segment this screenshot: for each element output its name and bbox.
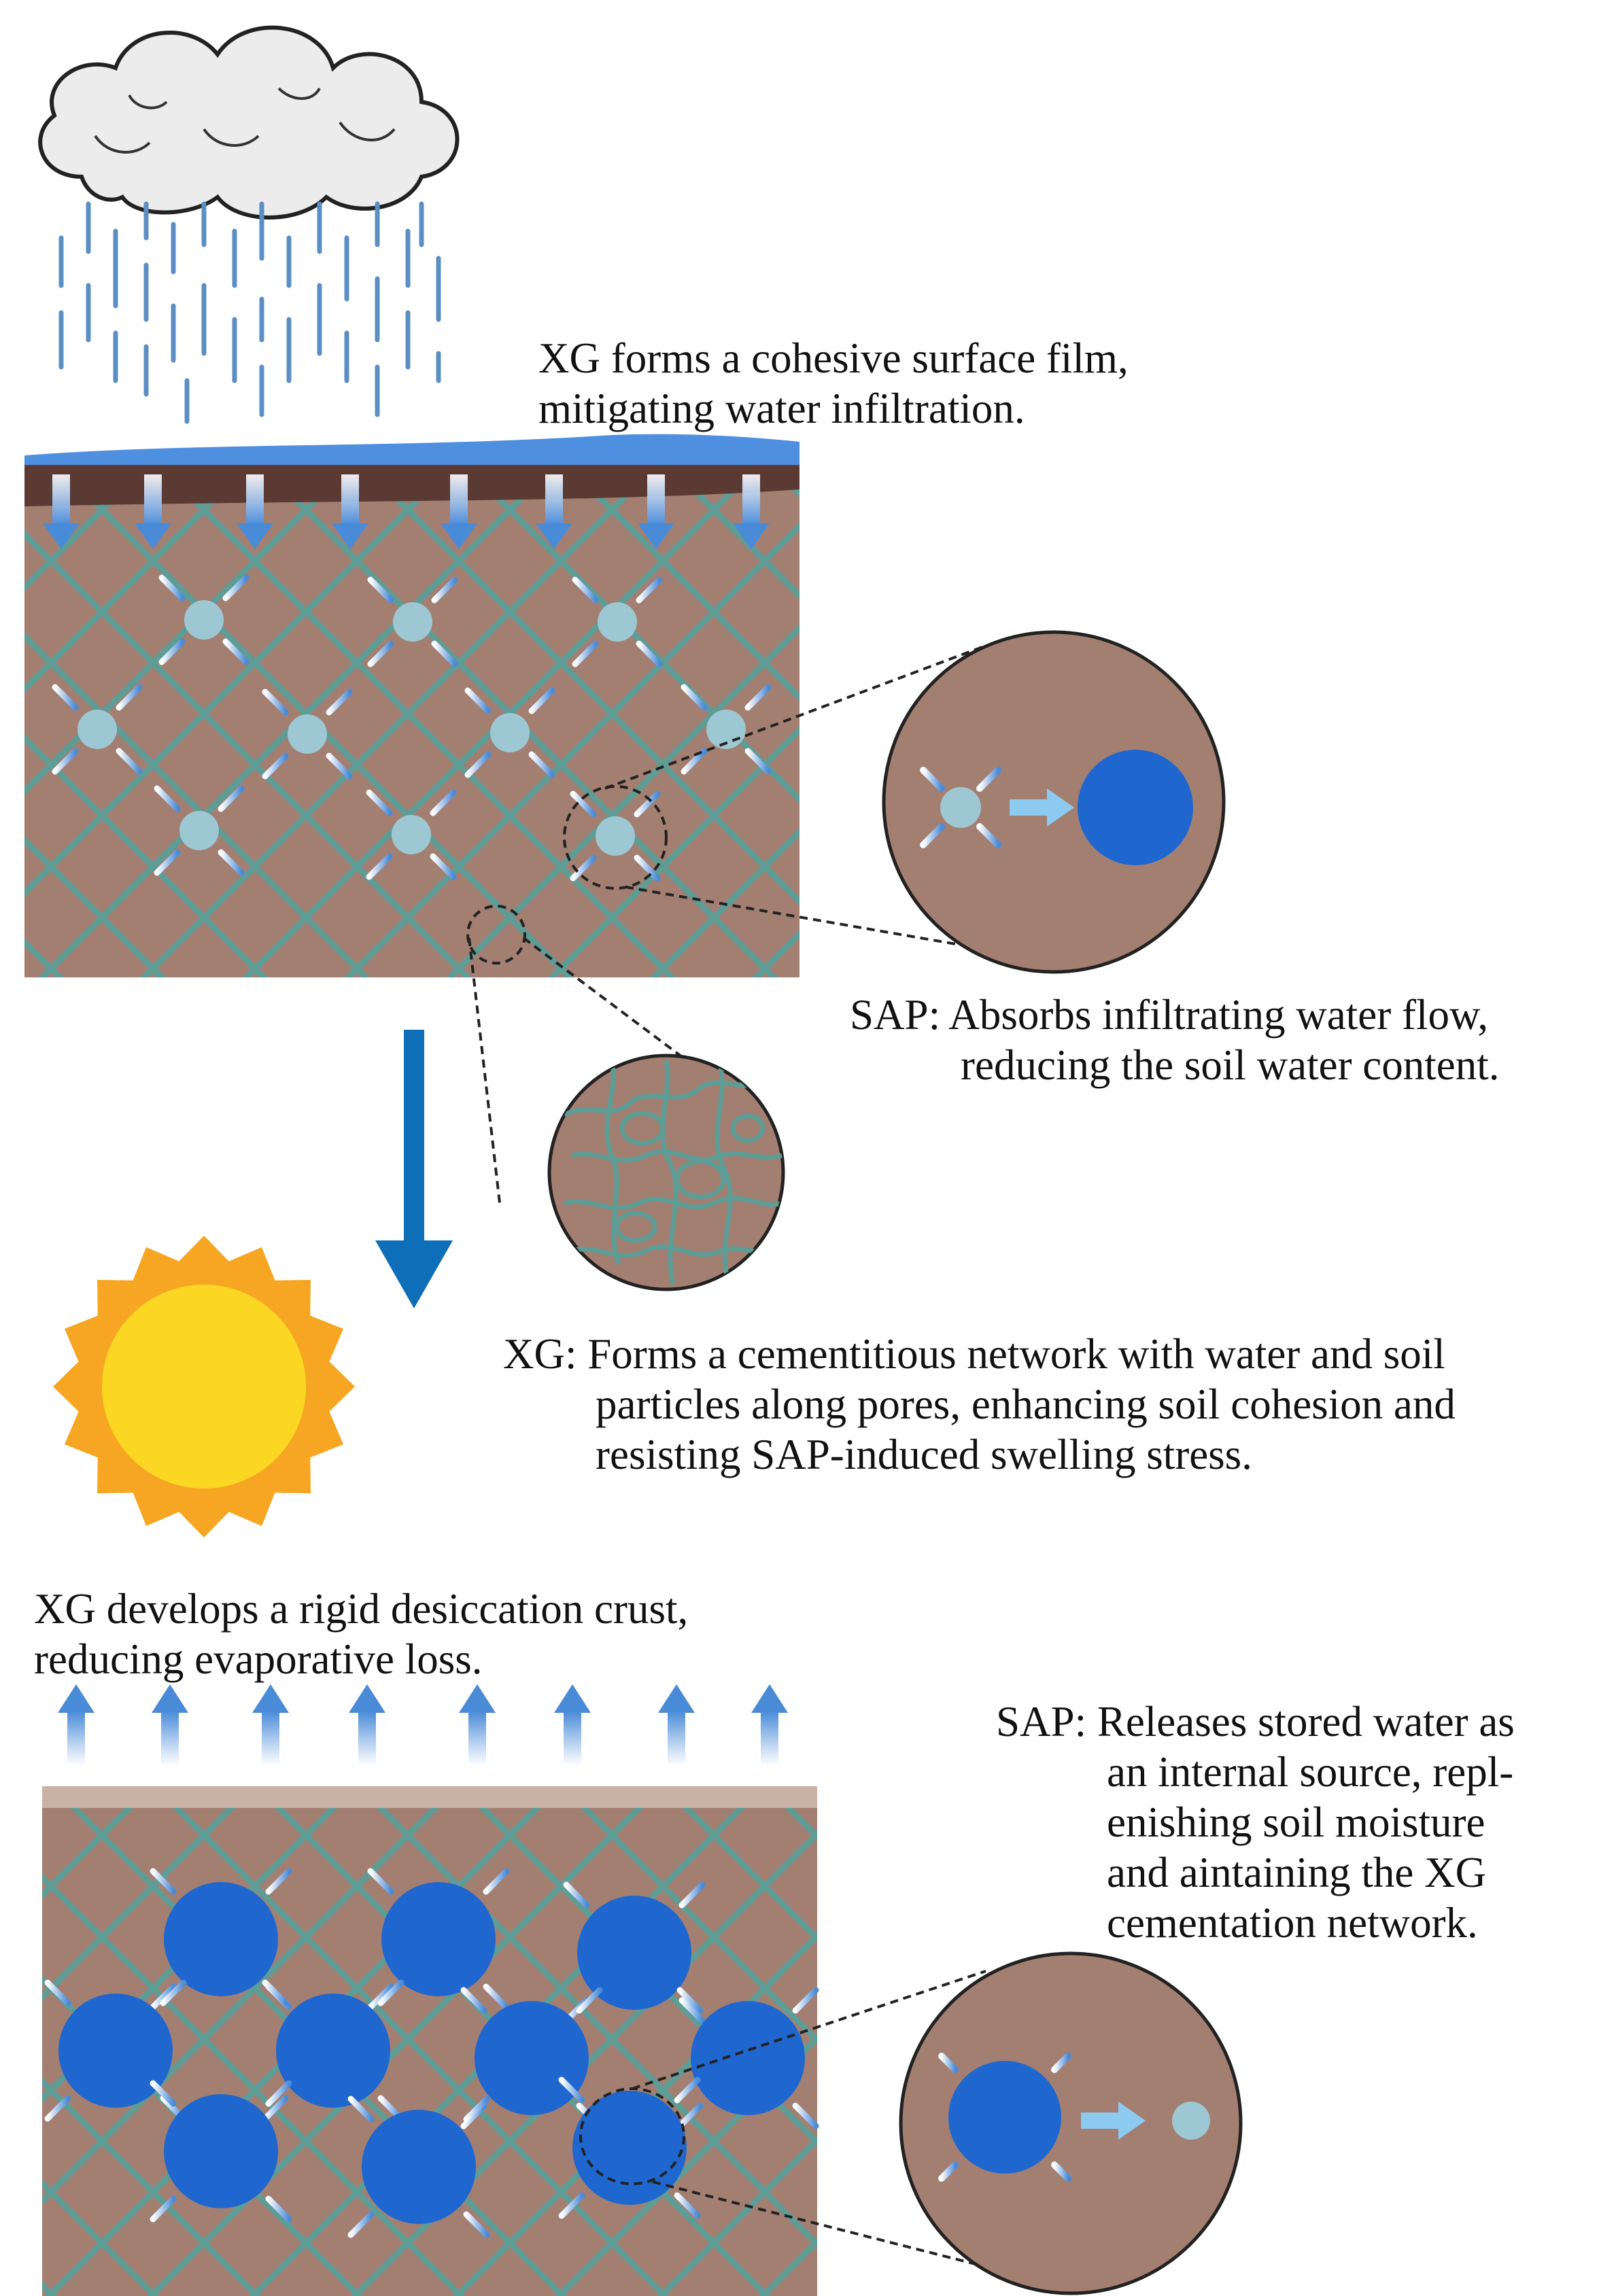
sap-particle [367,576,458,667]
evaporation-arrow [349,1684,385,1766]
evaporation-arrow [152,1684,188,1766]
sap-particle [44,1979,187,2122]
evaporation-arrow [658,1684,695,1766]
sap-particle [570,790,661,882]
infiltration-arrow [43,474,80,549]
caption-line: mitigating water infiltration. [538,385,1025,432]
evaporation-arrow [751,1684,788,1766]
surface-film-layer [24,461,800,506]
infiltration-arrow [638,474,674,549]
sap-particle [158,574,250,665]
caption-line: particles along pores, enhancing soil co… [596,1380,1456,1428]
sap-particle [52,684,143,775]
caption-lead: XG: Forms a cementitious network with wa… [503,1330,1445,1378]
zoom-marker-sap-absorb [563,644,1000,953]
infiltration-arrow [332,474,368,549]
infiltration-arrow [733,474,770,549]
evaporation-arrows [58,1684,788,1766]
release-arrow [1081,2102,1146,2140]
caption-line: reducing the soil water content. [961,1041,1500,1089]
caption-line: and aintaining the XG [1107,1849,1487,1896]
absorb-arrow [1010,788,1074,827]
caption-line: XG forms a cohesive surface film, [538,334,1129,382]
caption-line: resisting SAP-induced swelling stress. [596,1431,1252,1478]
evaporation-arrow [554,1684,591,1766]
sap-particle [366,789,457,880]
zoom-circle-sap-absorb [882,630,1226,974]
caption-line: cementation network. [1107,1899,1478,1947]
sap-particle [262,689,353,780]
sap-particle [681,684,772,775]
cloud-icon [38,25,460,220]
caption-lead: SAP: Absorbs infiltrating water flow, [850,991,1489,1039]
caption-lead: SAP: Releases stored water as [996,1698,1515,1745]
sap-shrunk-particle [1172,2102,1210,2140]
caption-surface-film: XG forms a cohesive surface film, mitiga… [538,333,1129,434]
sap-swollen-particle [1078,750,1193,865]
caption-line: enishing soil moisture [1107,1798,1485,1846]
sap-particle [262,1979,405,2122]
sap-particle [676,1987,819,2129]
water-film [24,434,800,465]
infiltration-arrow [441,474,477,549]
infiltration-arrow [237,474,273,549]
sap-swollen-particle [948,2061,1061,2174]
caption-desiccation-crust: XG develops a rigid desiccation crust, r… [34,1584,688,1684]
sap-particle [347,2095,490,2238]
evaporation-arrow [459,1684,496,1766]
zoom-marker-sap-release [579,1970,1000,2272]
infiltration-arrows [43,474,770,549]
sap-particle [558,2076,701,2219]
infiltration-arrow [135,474,171,549]
infiltration-arrow [536,474,572,549]
rain-icon [58,201,441,424]
sap-particle [563,1881,706,2024]
sap-particle [150,2080,292,2223]
evaporation-arrow [252,1684,289,1766]
desiccation-crust [42,1786,817,1808]
sap-particle [367,1868,510,2011]
caption-line: reducing evaporative loss. [34,1635,483,1683]
sap-particle [572,576,663,667]
sap-particle [464,687,555,778]
sap-particle [154,785,245,876]
zoom-circle-sap-release [899,1951,1243,2295]
caption-line: an internal source, repl- [1107,1748,1514,1796]
sun-icon [53,1236,355,1537]
caption-sap-absorb: SAP: Absorbs infiltrating water flow, re… [850,990,1499,1090]
down-arrow-icon [375,1030,453,1308]
sap-particles-dry [52,574,772,882]
zoom-circle-xg-network [547,1054,785,1291]
caption-xg-network: XG: Forms a cementitious network with wa… [503,1329,1456,1480]
caption-sap-release: SAP: Releases stored water as an interna… [996,1697,1515,1948]
sap-particles-swollen [44,1868,819,2238]
evaporation-arrow [58,1684,94,1766]
caption-line: XG develops a rigid desiccation crust, [34,1585,689,1633]
